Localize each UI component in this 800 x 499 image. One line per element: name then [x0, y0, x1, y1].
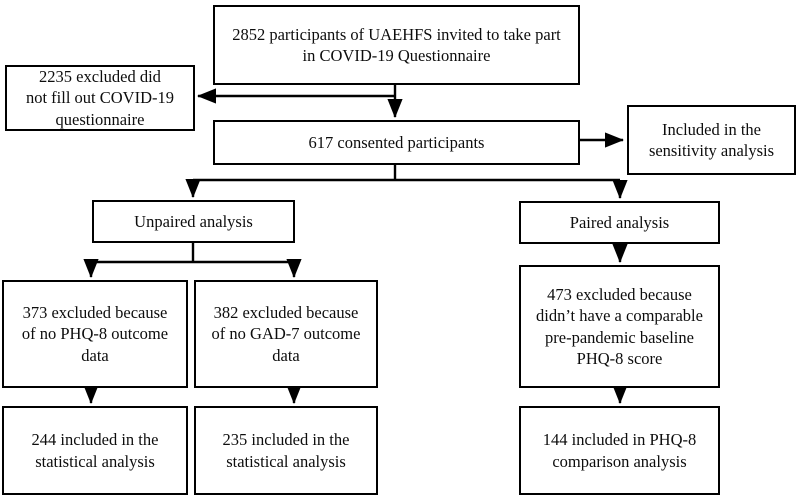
node-invited-label: 2852 participants of UAEHFS invited to t… — [232, 24, 561, 65]
node-excluded-questionnaire: 2235 excluded did not fill out COVID-19 … — [5, 65, 195, 131]
node-excluded-baseline-label: 473 excluded because didn’t have a compa… — [536, 284, 703, 368]
node-excluded-phq8-label: 373 excluded because of no PHQ-8 outcome… — [21, 302, 169, 365]
node-invited-participants: 2852 participants of UAEHFS invited to t… — [213, 5, 580, 85]
node-excluded-phq8: 373 excluded because of no PHQ-8 outcome… — [2, 280, 188, 388]
node-included-paired-label: 144 included in PHQ-8 comparison analysi… — [542, 430, 697, 471]
node-unpaired-analysis: Unpaired analysis — [92, 200, 295, 243]
node-included-paired: 144 included in PHQ-8 comparison analysi… — [519, 406, 720, 495]
node-paired-analysis: Paired analysis — [519, 201, 720, 244]
node-sensitivity-analysis: Included in the sensitivity analysis — [627, 105, 796, 175]
node-excluded-gad7-label: 382 excluded because of no GAD-7 outcome… — [211, 302, 361, 365]
node-excluded-baseline: 473 excluded because didn’t have a compa… — [519, 265, 720, 388]
node-consented-label: 617 consented participants — [308, 132, 485, 152]
node-unpaired-label: Unpaired analysis — [134, 211, 253, 231]
node-included-phq8-label: 244 included in the statistical analysis — [31, 430, 159, 471]
node-sensitivity-label: Included in the sensitivity analysis — [648, 119, 775, 160]
node-included-gad7: 235 included in the statistical analysis — [194, 406, 378, 495]
node-included-gad7-label: 235 included in the statistical analysis — [222, 430, 350, 471]
node-consented-participants: 617 consented participants — [213, 120, 580, 165]
node-paired-label: Paired analysis — [569, 212, 670, 232]
node-included-phq8: 244 included in the statistical analysis — [2, 406, 188, 495]
node-excluded-questionnaire-label: 2235 excluded did not fill out COVID-19 … — [25, 66, 175, 129]
node-excluded-gad7: 382 excluded because of no GAD-7 outcome… — [194, 280, 378, 388]
